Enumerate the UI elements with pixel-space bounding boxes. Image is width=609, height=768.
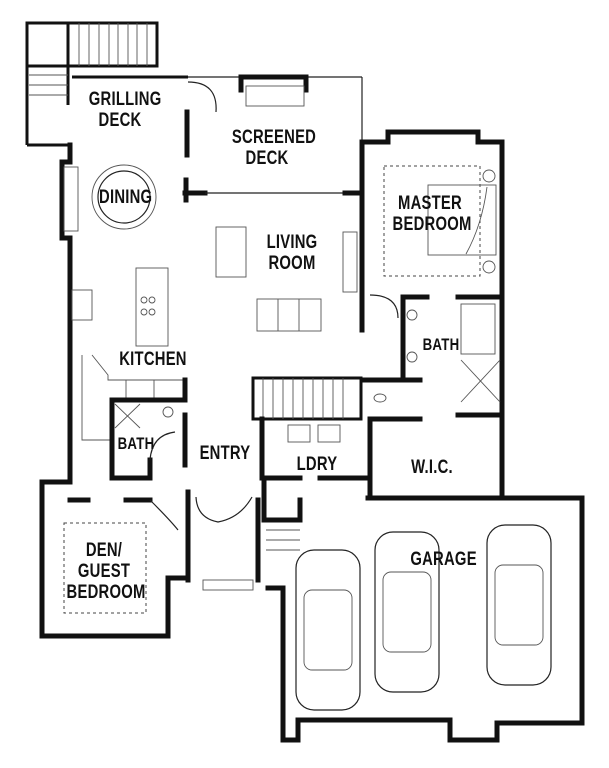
label-line: BATH <box>422 335 460 354</box>
room-label-screened-deck: SCREENED DECK <box>231 127 317 169</box>
label-line: GUEST <box>77 561 131 582</box>
room-label-garage: GARAGE <box>410 549 477 570</box>
entry-walls <box>185 475 303 591</box>
label-line: LDRY <box>296 454 338 475</box>
room-label-entry: ENTRY <box>199 443 251 464</box>
label-line: MASTER <box>398 193 462 214</box>
room-label-den-guest-bedroom: DEN/ GUEST BEDROOM <box>66 540 146 603</box>
room-label-laundry: LDRY <box>296 454 338 475</box>
label-line: ENTRY <box>199 443 251 464</box>
label-line: DEN/ <box>85 540 123 561</box>
master-bed <box>383 165 497 277</box>
grilling-deck-outline <box>27 75 217 158</box>
label-line: ROOM <box>268 253 316 274</box>
label-line: BEDROOM <box>392 214 472 235</box>
room-label-living-room: LIVING ROOM <box>261 232 323 274</box>
living-furniture <box>215 226 358 332</box>
interior-stairs <box>251 376 363 421</box>
room-label-master-bath: BATH <box>422 335 461 354</box>
label-line: SCREENED <box>231 127 317 148</box>
label-line: DINING <box>99 187 153 208</box>
screened-deck-outline <box>182 74 365 203</box>
label-line: DECK <box>245 148 289 169</box>
label-line: LIVING <box>266 232 318 253</box>
label-line: GARAGE <box>410 549 477 570</box>
kitchen-island <box>71 267 185 441</box>
bath-walls <box>109 377 188 481</box>
den-outline <box>63 497 179 614</box>
room-label-grilling-deck: GRILLING DECK <box>88 89 162 131</box>
master-bath-walls <box>359 294 505 422</box>
label-line: BEDROOM <box>66 582 146 603</box>
label-line: GRILLING <box>88 89 162 110</box>
garage-cars <box>295 524 552 711</box>
label-line: KITCHEN <box>119 349 187 370</box>
main-walls <box>39 129 585 743</box>
room-label-kitchen: KITCHEN <box>119 349 187 370</box>
room-label-bath: BATH <box>117 434 156 453</box>
room-label-dining: DINING <box>99 187 153 208</box>
dining-table <box>91 164 157 230</box>
exterior-stairs <box>25 21 159 145</box>
label-line: DECK <box>98 110 142 131</box>
room-label-master-bedroom: MASTER BEDROOM <box>392 193 472 235</box>
label-line: BATH <box>117 434 155 453</box>
room-label-wic: W.I.C. <box>409 457 456 478</box>
label-line: W.I.C. <box>411 457 453 478</box>
